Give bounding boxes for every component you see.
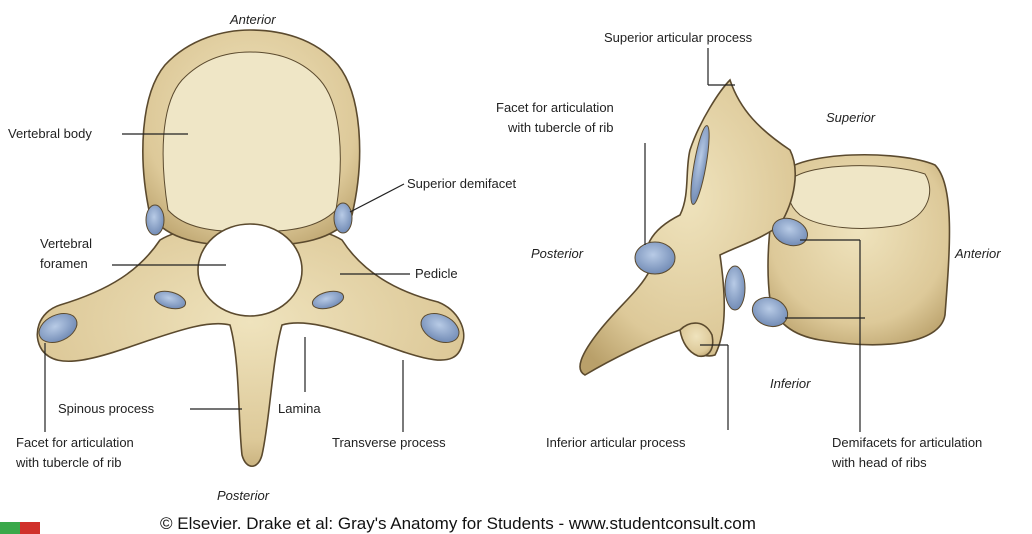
corner-badge (0, 518, 40, 534)
label-superior-demifacet: Superior demifacet (407, 176, 516, 191)
label-transverse-process: Transverse process (332, 435, 446, 450)
cancellous-bone (163, 52, 340, 232)
copyright-line: © Elsevier. Drake et al: Gray's Anatomy … (160, 514, 756, 534)
label-facet-side-1: Facet for articulation (496, 100, 614, 115)
label-anterior-side: Anterior (954, 246, 1001, 261)
label-lamina: Lamina (278, 401, 321, 416)
label-facet-side-2: with tubercle of rib (507, 120, 614, 135)
vertebral-foramen (198, 224, 302, 316)
side-inferior-facet (725, 266, 745, 310)
side-inferior-articular-process (680, 323, 713, 356)
label-inferior-side: Inferior (770, 376, 811, 391)
label-vertebral-foramen-1: Vertebral (40, 236, 92, 251)
label-pedicle: Pedicle (415, 266, 458, 281)
label-demifacets-1: Demifacets for articulation (832, 435, 982, 450)
label-vertebral-body: Vertebral body (8, 126, 92, 141)
label-facet-top-1: Facet for articulation (16, 435, 134, 450)
label-demifacets-2: with head of ribs (831, 455, 927, 470)
label-posterior-side: Posterior (531, 246, 584, 261)
label-inferior-articular-process: Inferior articular process (546, 435, 686, 450)
label-facet-top-2: with tubercle of rib (15, 455, 122, 470)
superior-demifacet-right (334, 203, 352, 233)
label-posterior-top: Posterior (217, 488, 270, 503)
label-spinous-process: Spinous process (58, 401, 155, 416)
label-superior-side: Superior (826, 110, 876, 125)
label-anterior-top: Anterior (229, 12, 276, 27)
label-vertebral-foramen-2: foramen (40, 256, 88, 271)
label-superior-articular-process: Superior articular process (604, 30, 753, 45)
superior-demifacet-left (146, 205, 164, 235)
side-view-vertebra (580, 80, 949, 375)
side-tubercle-facet (635, 242, 675, 274)
side-body-top-surface (788, 166, 930, 229)
